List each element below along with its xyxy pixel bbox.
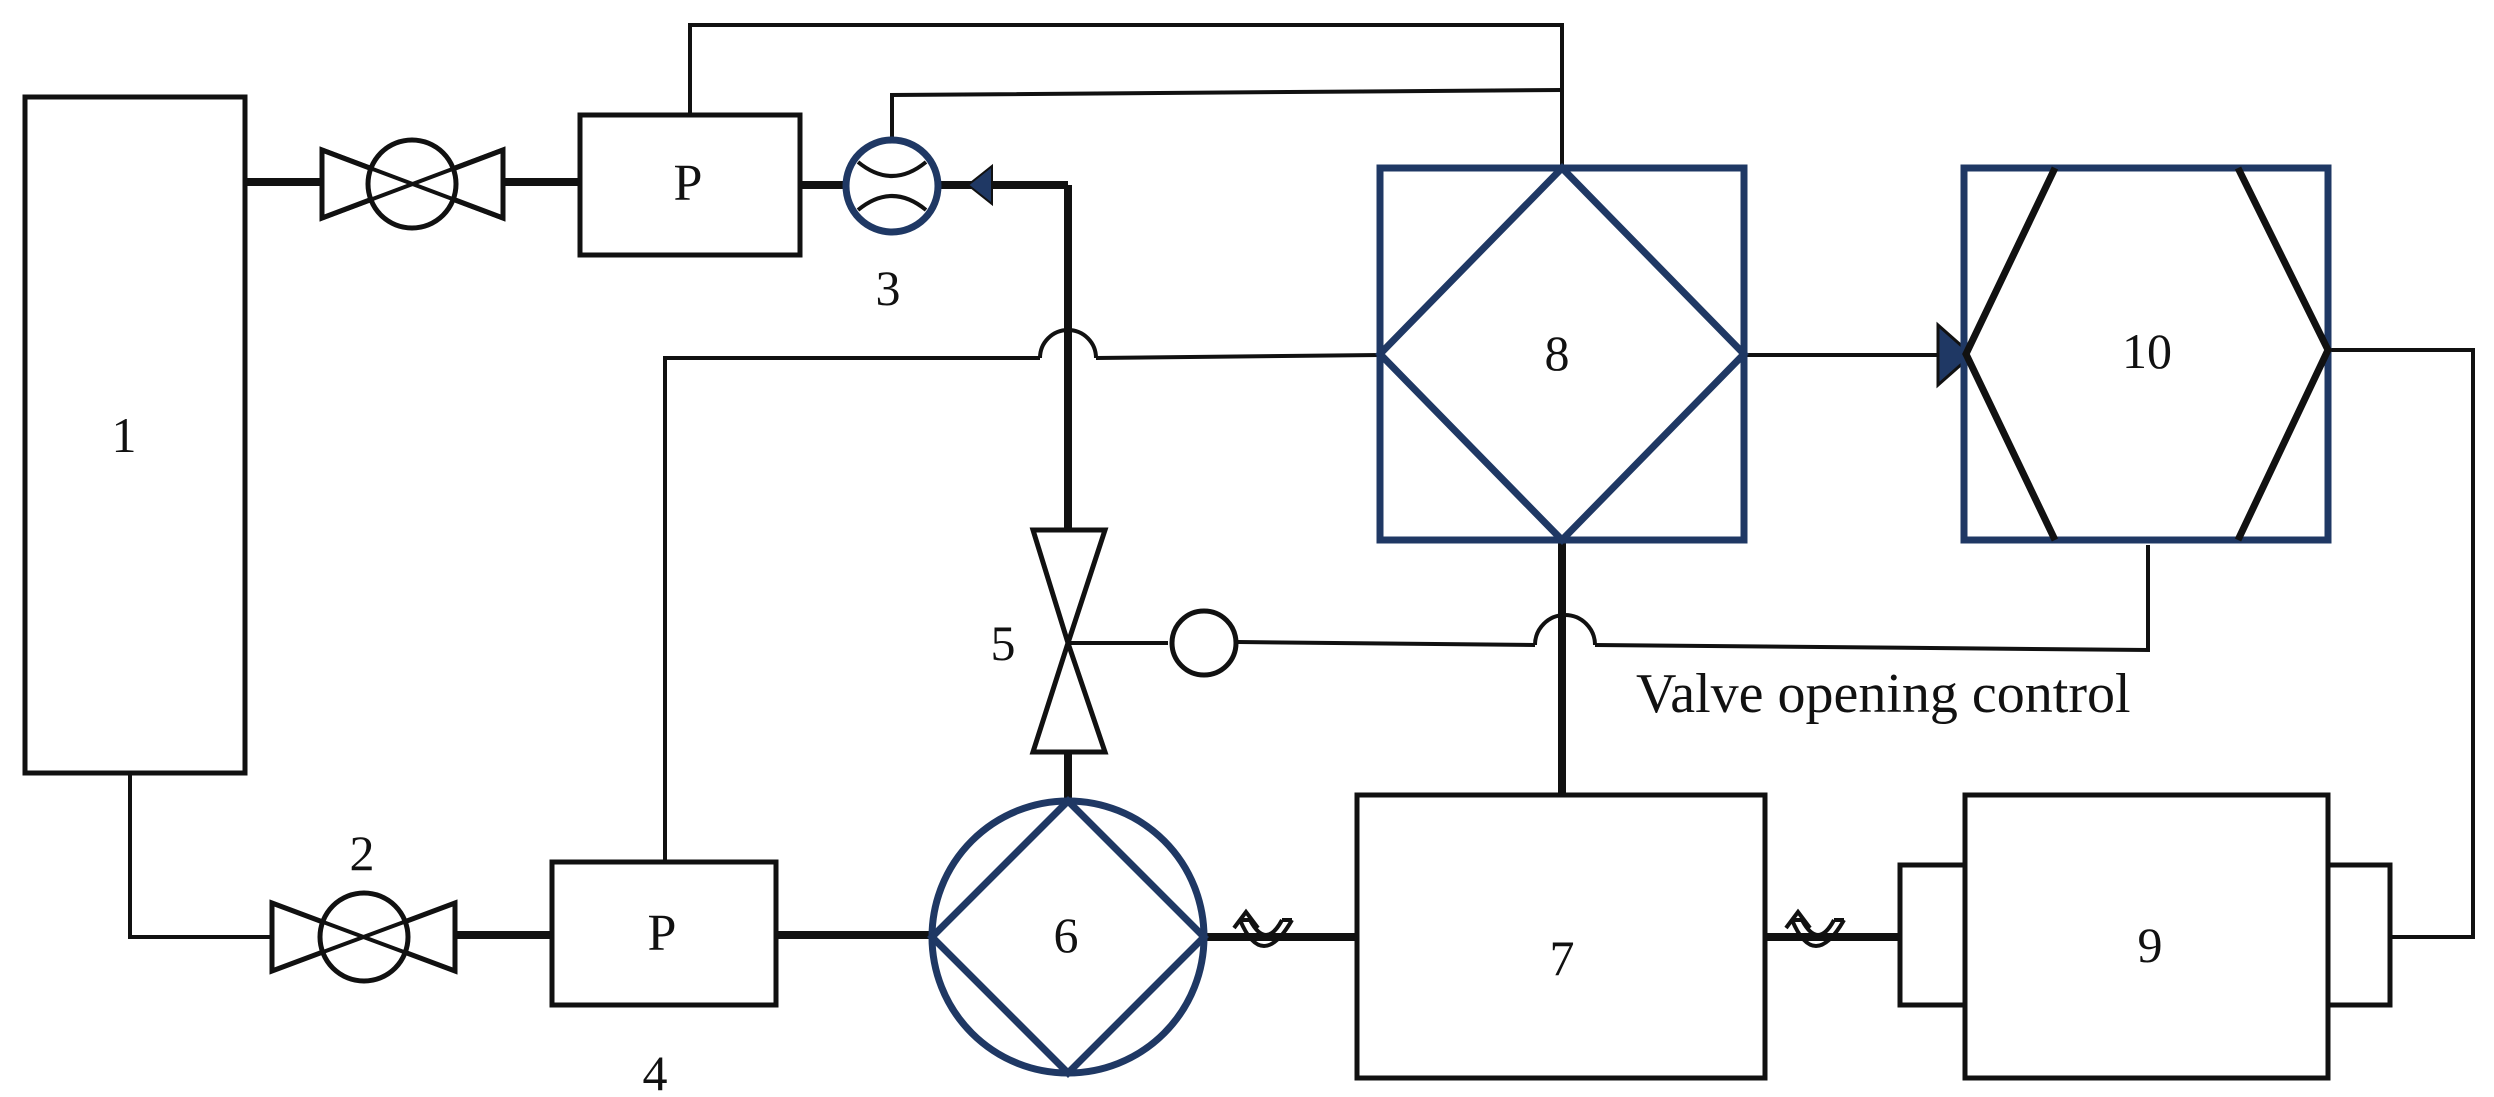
coupling-unit7-unit9 (1784, 908, 1846, 948)
valve2-label: 2 (350, 825, 375, 881)
valve5-upper (1029, 527, 1109, 652)
flowmeter-circle (842, 136, 942, 236)
valve5-lower (1029, 635, 1109, 755)
signal-bottom-pressure-line-a (663, 356, 1040, 862)
valve-actuator-circle (1169, 608, 1239, 678)
coupling-pump-unit7 (1232, 908, 1294, 948)
check-valve-arrow (966, 163, 993, 207)
valve5-label: 5 (991, 615, 1016, 671)
coupling-arrow-icon (1784, 908, 1812, 930)
unit-7: 7 (1354, 792, 1768, 1081)
exchanger8-diamond (1375, 162, 1749, 546)
pipe-tank-to-valve2 (128, 770, 272, 939)
pressure-transducer-4: P 4 (549, 859, 779, 1097)
signal-hop-1 (1038, 328, 1098, 359)
tank-label: 1 (112, 407, 137, 463)
control-signal-from-exchanger10 (1594, 545, 2150, 653)
exchanger10-right-chevron (2234, 166, 2332, 542)
coupling-arrow-icon (1232, 908, 1260, 930)
tank-1: 1 (22, 94, 248, 776)
flowmeter-arc-bottom (856, 194, 928, 212)
pressure-bottom-symbol: P (648, 905, 677, 962)
unit9-body (1962, 792, 2331, 1081)
exchanger8-box (1376, 164, 1748, 544)
tank-body (22, 94, 248, 776)
valve-control-caption: Valve opening control (1636, 663, 2131, 725)
signal-flowmeter-to-exchanger (890, 88, 1563, 140)
pipe-exchanger10-to-unit9 (2328, 348, 2475, 939)
heat-exchanger-10: 10 (1960, 164, 2332, 544)
unit9-label: 9 (2138, 917, 2163, 973)
exchanger10-left-chevron (1962, 166, 2059, 542)
pump-6: 6 (927, 796, 1209, 1078)
top-ball-valve (319, 137, 506, 231)
control-valve-5: 5 (991, 527, 1109, 755)
pressure-top-box (577, 112, 803, 258)
flowmeter-label: 3 (876, 260, 901, 316)
pump-diamond (927, 796, 1209, 1078)
flowmeter-3: 3 (842, 136, 942, 316)
unit9-right-flange (2325, 862, 2393, 1008)
exchanger10-inlet-arrow (1936, 321, 1975, 389)
exchanger8-label: 8 (1545, 325, 1570, 381)
unit7-label: 7 (1550, 930, 1575, 986)
unit9-left-flange (1897, 862, 1968, 1008)
heat-exchanger-8: 8 (1375, 162, 1749, 546)
pump-label: 6 (1054, 907, 1079, 963)
pressure-bottom-box (549, 859, 779, 1008)
piping (128, 23, 2475, 941)
pressure-top-symbol: P (674, 155, 703, 212)
unit-9: 9 (1897, 792, 2393, 1081)
control-signal-to-actuator (1237, 640, 1536, 647)
flowmeter-arc-top (856, 160, 928, 178)
exchanger10-label: 10 (2122, 323, 2172, 379)
ball-valve-2: 2 (269, 825, 458, 984)
unit7-box (1354, 792, 1768, 1081)
pressure-transducer-top: P (577, 112, 803, 258)
signal-bottom-pressure-line-b (1095, 353, 1381, 360)
signal-pressure-to-exchanger (688, 23, 1564, 165)
pressure4-label: 4 (643, 1045, 668, 1097)
